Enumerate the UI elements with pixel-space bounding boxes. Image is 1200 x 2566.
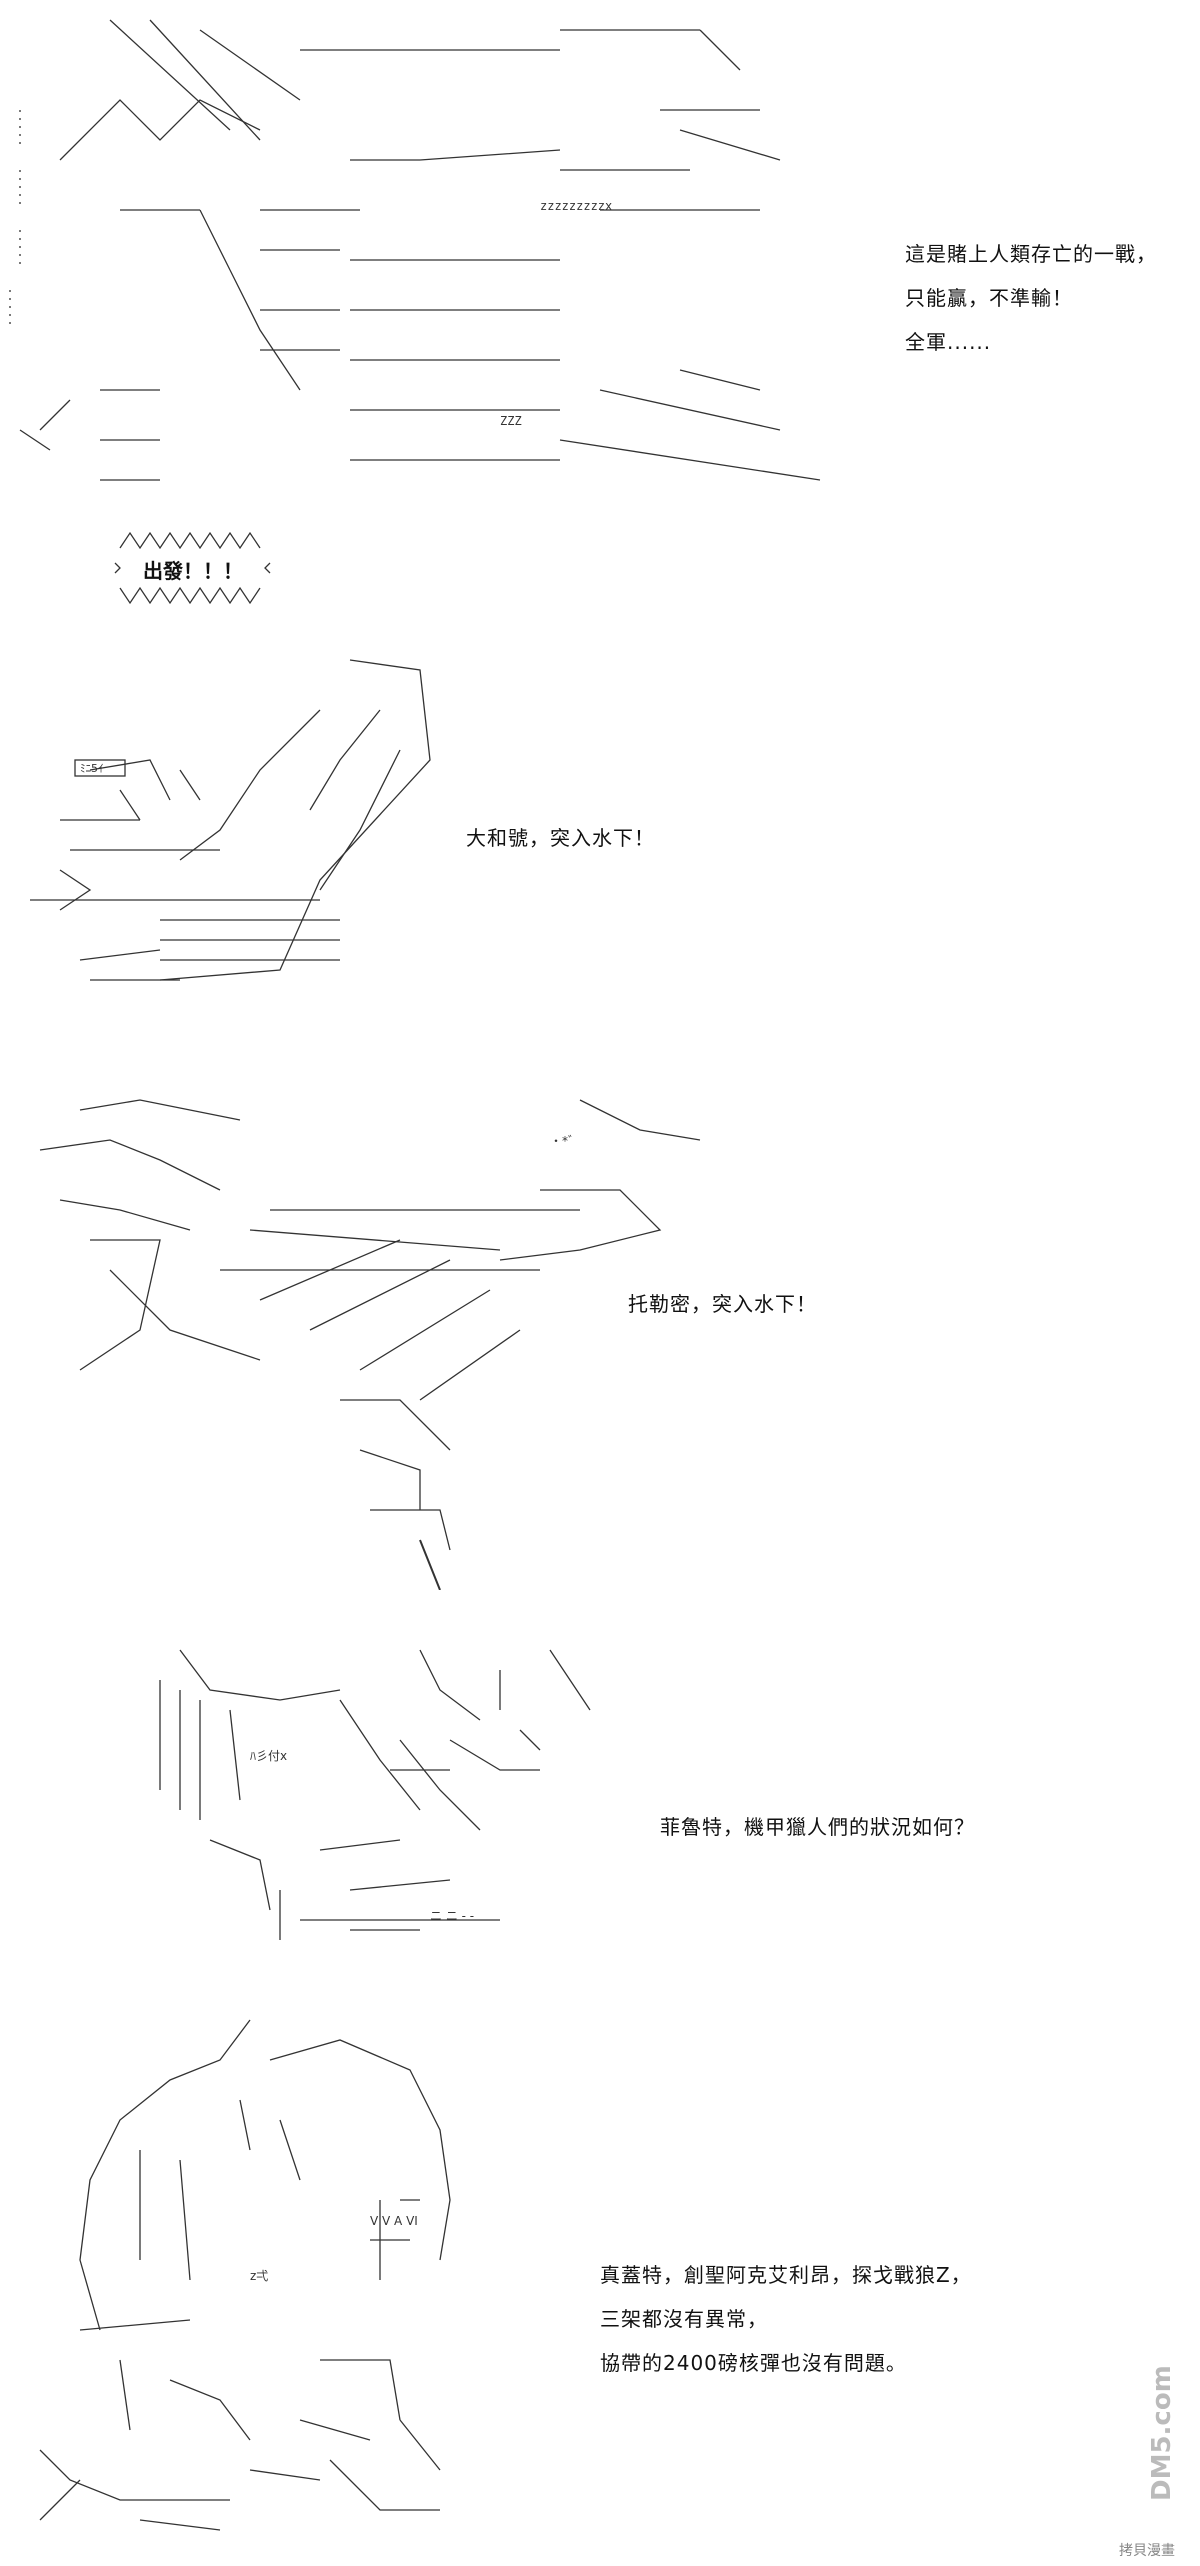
svg-text:ﾊ彡付x: ﾊ彡付x — [250, 1749, 287, 1763]
panel-5: ﾊ彡付x ニ ニ ‐ ‐ 菲魯特，機甲獵人們的狀況如何？ — [0, 1620, 1200, 1980]
panel-1: zzzzzzzzzx ZZZ 這是賭上人類存亡的一戰， 只能贏，不準輸！ 全軍.… — [0, 0, 1200, 500]
yamato-ascii-art: ﾐﾆ5ｲ — [20, 650, 440, 1020]
svg-text:ﾐﾆ5ｲ: ﾐﾆ5ｲ — [80, 762, 104, 775]
panel-6: V V A VI z弌 真蓋特，創聖阿克艾利昂，探戈戰狼Z， 三架都沒有異常， … — [0, 1995, 1200, 2555]
caption-6-line-3: 協帶的2400磅核彈也沒有問題。 — [600, 2351, 907, 2375]
svg-text:ZZZ: ZZZ — [500, 414, 522, 428]
caption-4-line-1: 托勒密，突入水下！ — [628, 1292, 817, 1316]
svg-text:ニ ニ ‐ ‐: ニ ニ ‐ ‐ — [430, 1909, 474, 1923]
caption-3: 大和號，突入水下！ — [466, 816, 655, 860]
svg-text:zzzzzzzzzx: zzzzzzzzzx — [540, 199, 612, 213]
fiel-ascii-art: ﾊ彡付x ニ ニ ‐ ‐ — [120, 1630, 640, 1970]
caption-1-line-2: 只能贏，不準輸！ — [905, 286, 1073, 310]
caption-3-line-1: 大和號，突入水下！ — [466, 826, 655, 850]
panel-4: ・*゛ 托勒密，突入水下！ — [0, 1060, 1200, 1600]
ptolemy-ascii-art: ・*゛ — [20, 1070, 720, 1590]
shout-bubble — [110, 528, 280, 608]
caption-1: 這是賭上人類存亡的一戰， 只能贏，不準輸！ 全軍...... — [905, 232, 1157, 364]
shout-text: 出發！！！ — [143, 559, 243, 583]
caption-5-line-1: 菲魯特，機甲獵人們的狀況如何？ — [660, 1815, 975, 1839]
caption-1-line-1: 這是賭上人類存亡的一戰， — [905, 242, 1157, 266]
girl-ascii-art: V V A VI z弌 — [20, 2000, 540, 2550]
svg-text:・*゛: ・*゛ — [550, 1134, 580, 1148]
caption-6-line-2: 三架都沒有異常， — [600, 2307, 768, 2331]
panel-2: 出發！！！ — [0, 520, 1200, 620]
caption-6-line-1: 真蓋特，創聖阿克艾利昂，探戈戰狼Z， — [600, 2263, 972, 2287]
caption-5: 菲魯特，機甲獵人們的狀況如何？ — [660, 1805, 975, 1849]
army-ascii-art: zzzzzzzzzx ZZZ — [0, 10, 830, 490]
panel-3: ﾐﾆ5ｲ 大和號，突入水下！ — [0, 640, 1200, 1040]
dm5-logo-text: DM5.com — [1147, 2366, 1177, 2501]
caption-6: 真蓋特，創聖阿克艾利昂，探戈戰狼Z， 三架都沒有異常， 協帶的2400磅核彈也沒… — [600, 2253, 972, 2385]
svg-text:z弌: z弌 — [250, 2269, 268, 2283]
site-watermark: 拷貝漫畫 — [1119, 2543, 1175, 2559]
caption-1-line-3: 全軍...... — [905, 330, 992, 354]
caption-4: 托勒密，突入水下！ — [628, 1282, 817, 1326]
dm5-logo: DM5.com — [1140, 2365, 1180, 2506]
svg-text:V V A VI: V V A VI — [370, 2214, 418, 2228]
